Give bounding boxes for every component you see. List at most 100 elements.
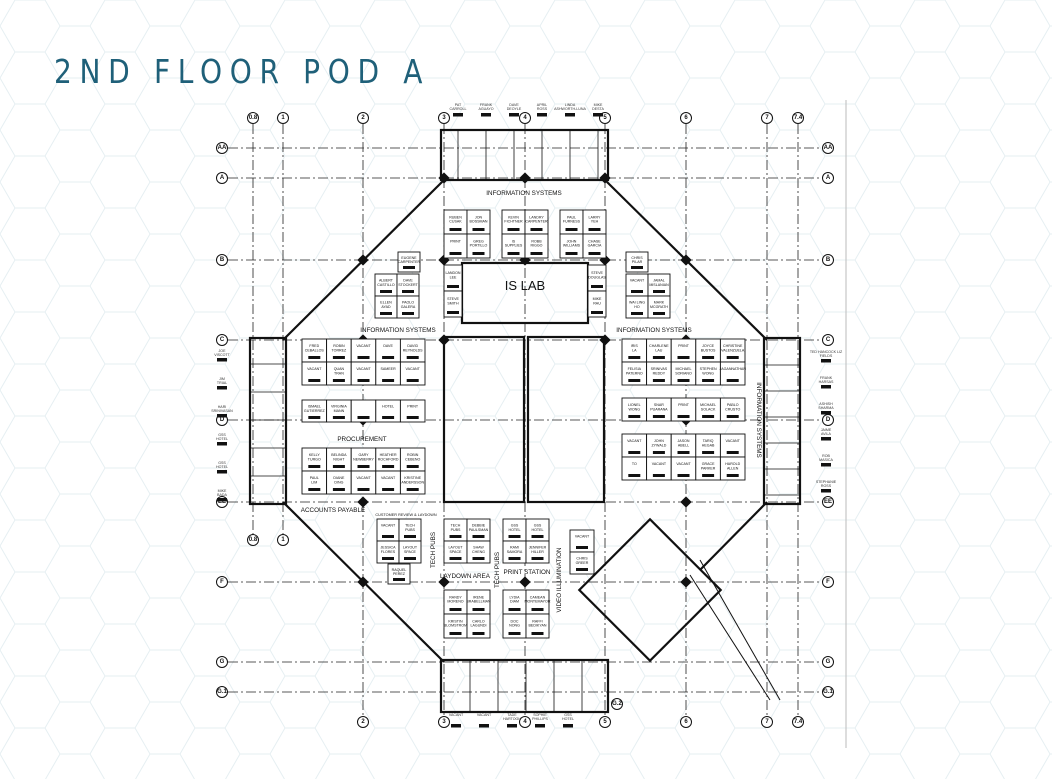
room-tag [652, 356, 665, 359]
room-tag [449, 632, 462, 635]
room-tag [472, 557, 485, 560]
room-tag [530, 252, 543, 255]
room-tag [402, 312, 414, 315]
room-tag [332, 465, 345, 468]
room-tag [507, 252, 520, 255]
room-tag [508, 632, 521, 635]
room-tag [628, 474, 641, 477]
grid-bubble [822, 172, 834, 184]
room-tag [217, 442, 227, 446]
cubicle: DAVE [375, 338, 401, 363]
room-tag [453, 113, 463, 117]
room-tag [652, 474, 665, 477]
grid-bubble [519, 112, 531, 124]
room-tag [821, 463, 831, 467]
cubicle-occupant: VACANT [356, 476, 371, 480]
cubicle: SAMEER [375, 361, 401, 386]
room-tag [628, 415, 641, 418]
grid-label: 2 [361, 719, 365, 725]
room-tag [563, 724, 573, 728]
grid-label: A [826, 175, 831, 181]
area-label: INFORMATION SYSTEMS [755, 382, 762, 457]
grid-bubble [438, 716, 450, 728]
room-tag [702, 474, 715, 477]
room-tag [481, 113, 491, 117]
room-tag [382, 535, 394, 538]
room-tag [332, 488, 345, 491]
cubicle-occupant: VACANT [356, 367, 371, 371]
grid-bubble [247, 534, 259, 546]
grid-label: B [826, 257, 831, 263]
grid-bubble [277, 534, 289, 546]
cubicle-occupant: TO [632, 462, 637, 466]
room-tag [382, 416, 395, 419]
grid-label: F [220, 579, 224, 585]
room-tag [509, 113, 519, 117]
room-tag [821, 359, 831, 363]
cubicle: VACANT [375, 470, 401, 495]
grid-bubble [357, 716, 369, 728]
grid-bubble [761, 716, 773, 728]
cubicle: HOTEL [375, 399, 401, 423]
room-tag [652, 451, 665, 454]
room-tag [472, 535, 485, 538]
room-tag [508, 608, 521, 611]
grid-label: F [826, 579, 830, 585]
room-tag [382, 557, 394, 560]
area-label: INFORMATION SYSTEMS [616, 327, 691, 334]
room-tag [531, 608, 544, 611]
column-marker [519, 576, 531, 588]
room-tag [508, 557, 521, 560]
grid-bubble [216, 172, 228, 184]
room-tag [217, 498, 227, 502]
grid-label: B [220, 257, 225, 263]
room-tag [472, 228, 485, 231]
grid-label: EE [824, 499, 832, 505]
cubicle: VACANT [719, 433, 746, 458]
grid-label: D [220, 417, 225, 423]
area-label: INFORMATION SYSTEMS [360, 327, 435, 334]
room-tag [652, 379, 665, 382]
room-tag [628, 451, 641, 454]
grid-label: 7.4 [794, 115, 803, 121]
room-tag [631, 266, 643, 269]
